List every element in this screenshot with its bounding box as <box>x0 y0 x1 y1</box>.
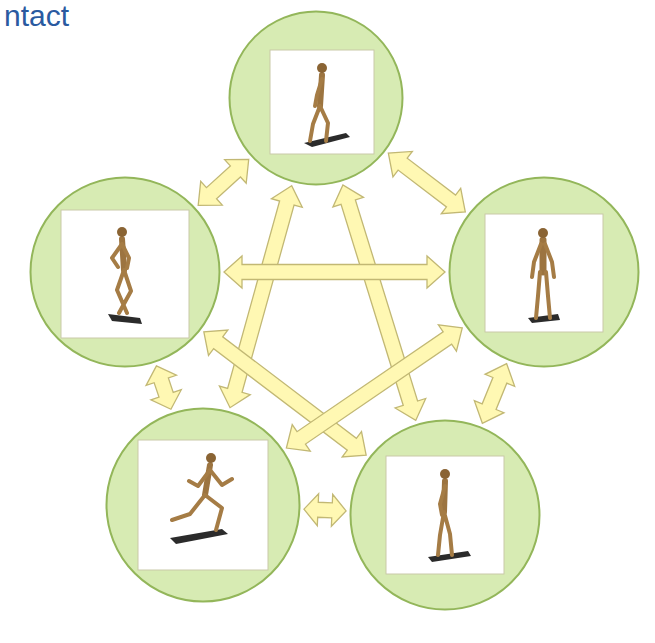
pose-circle <box>349 419 541 611</box>
picture-frame <box>386 456 504 574</box>
mannequin-figure <box>61 210 189 338</box>
figure-torso <box>122 239 124 270</box>
figure-shadow <box>428 551 471 562</box>
figure-torso <box>320 75 322 106</box>
circle-outline <box>228 10 404 186</box>
circle-outline <box>105 407 301 603</box>
circle-shape <box>31 178 220 367</box>
figure-head <box>538 228 548 238</box>
figure-limbs <box>310 79 328 141</box>
double-arrow <box>474 364 514 424</box>
figure-shadow <box>304 133 350 147</box>
mannequin-figure <box>138 440 268 570</box>
figure-torso <box>205 465 210 495</box>
mannequin-figure <box>485 214 603 332</box>
double-arrow <box>224 256 445 288</box>
double-arrow <box>146 366 181 409</box>
pose-circle <box>105 407 301 603</box>
circle-outline <box>349 419 541 611</box>
pose-circle <box>448 176 640 368</box>
slide-title: ntact <box>4 0 69 32</box>
figure-torso <box>444 481 445 512</box>
figure-head <box>206 453 216 463</box>
pose-circle <box>228 10 404 186</box>
picture-frame <box>485 214 603 332</box>
figure-head <box>440 469 450 479</box>
figure-limbs <box>112 244 131 313</box>
double-arrow <box>388 151 465 213</box>
figure-limbs <box>438 486 452 555</box>
circle-shape <box>107 409 300 602</box>
figure-shadow <box>108 314 142 324</box>
figure-shadow <box>528 314 560 323</box>
figure-torso <box>540 240 547 272</box>
mannequin-figure <box>386 456 504 574</box>
circle-outline <box>448 176 640 368</box>
circle-shape <box>351 421 540 610</box>
figure-shadow <box>170 529 228 544</box>
figure-head <box>117 227 127 237</box>
circle-outline <box>29 176 221 368</box>
figure-limbs <box>172 470 232 530</box>
mannequin-figure <box>270 50 374 154</box>
picture-frame <box>138 440 268 570</box>
figure-head <box>317 63 327 73</box>
double-arrow <box>198 159 249 205</box>
double-arrow <box>304 494 346 527</box>
picture-frame <box>61 210 189 338</box>
figure-limbs <box>532 244 554 318</box>
circle-shape <box>230 12 403 185</box>
picture-frame <box>270 50 374 154</box>
circle-shape <box>450 178 639 367</box>
pose-circle <box>29 176 221 368</box>
